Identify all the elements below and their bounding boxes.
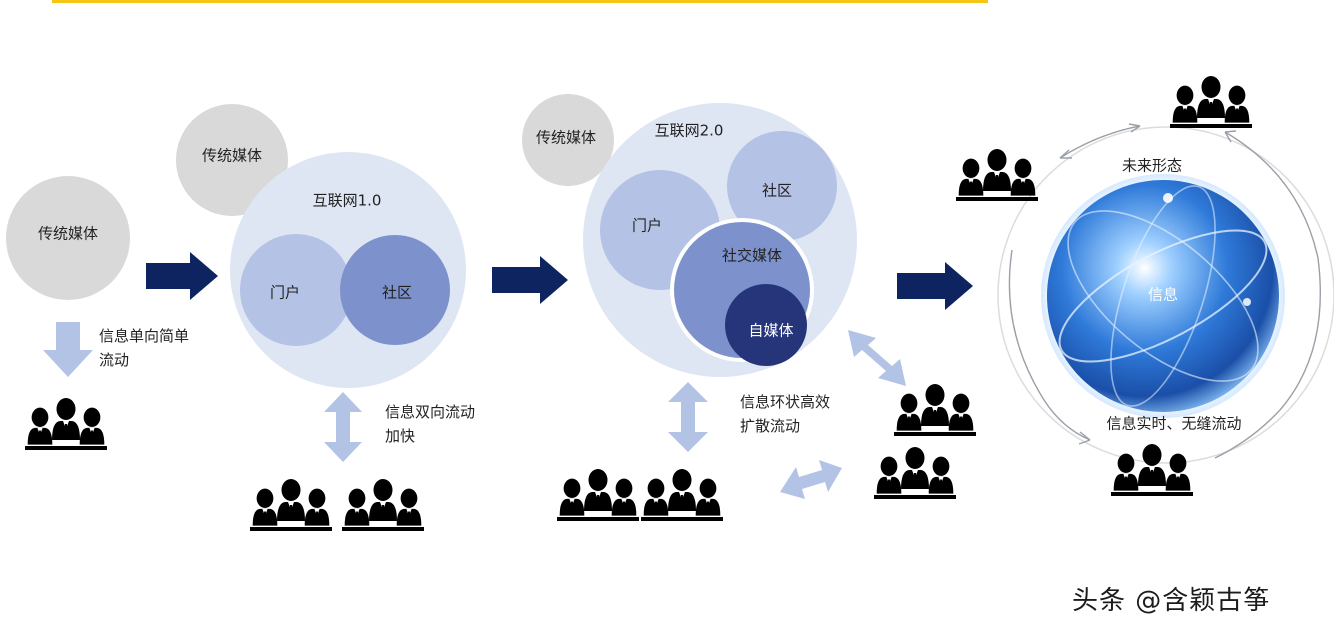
stage4-crowd-icon-left	[956, 149, 1038, 201]
stage1-flow-text: 信息单向简单流动	[99, 327, 190, 369]
stage3-crowd-icon-right	[641, 469, 723, 521]
stage1-crowd-icon	[25, 398, 107, 450]
watermark-text: 头条 @含颖古筝	[1072, 586, 1271, 616]
stage3-community-label: 社区	[761, 181, 793, 200]
stage3-crowd-icon-upper	[894, 384, 976, 436]
stage4-core-label: 信息	[1147, 285, 1179, 304]
stage2-title: 互联网1.0	[312, 191, 382, 210]
arrow-1-to-2	[146, 252, 218, 300]
stage3-side-arrow	[780, 460, 842, 499]
stage3-social-label: 社交媒体	[721, 246, 783, 265]
stage2-crowd-icon-right	[342, 479, 424, 531]
stage4-crowd-icon-bottom	[1111, 444, 1193, 496]
stage3-flow-text: 信息环状高效扩散流动	[740, 393, 831, 435]
arrow-3-to-4	[897, 262, 973, 310]
stage2-community-label: 社区	[381, 283, 413, 302]
stage3-self-circle	[725, 284, 807, 366]
stage2-media-label: 传统媒体	[201, 146, 263, 165]
stage3-self-label: 自媒体	[748, 321, 794, 340]
stage3-crowd-icon-lower	[874, 447, 956, 499]
arrow-2-to-3	[492, 256, 568, 304]
stage4-globe	[1047, 180, 1279, 412]
stage1-media-label: 传统媒体	[37, 224, 99, 243]
stage3-media-label: 传统媒体	[535, 128, 597, 147]
stage4-orbit-ring	[997, 126, 1334, 464]
stage2-media-circle	[176, 104, 288, 216]
stage2-portal-label: 门户	[269, 283, 301, 302]
stage2-crowd-icon-left	[250, 479, 332, 531]
stage2-flow-text: 信息双向流动加快	[385, 403, 476, 445]
stage2-updown-arrow	[324, 392, 362, 462]
top-accent-bar	[52, 0, 988, 3]
stage3-portal-label: 门户	[631, 216, 663, 235]
stage4-orbit-arrow-topleft	[1059, 125, 1141, 159]
stage4-orbit-arrow-left	[1008, 249, 1091, 441]
stage4-flow-text: 信息实时、无缝流动	[1106, 414, 1242, 433]
stage1-down-arrow	[43, 322, 93, 377]
stage3-crowd-icon-left	[557, 469, 639, 521]
stage3-community-circle	[727, 131, 837, 241]
stage4-orbit-arrow-right	[1214, 131, 1321, 459]
stage3-title: 互联网2.0	[654, 121, 724, 140]
stage1-media-circle	[6, 176, 130, 300]
stage4-title: 未来形态	[1121, 156, 1183, 175]
stage3-media-circle	[522, 94, 614, 186]
stage3-updown-arrow	[668, 382, 708, 452]
stage4-crowd-icon-top	[1170, 76, 1252, 128]
stage3-diagonal-arrow	[848, 330, 906, 386]
stage2-portal-circle	[240, 234, 352, 346]
stage2-community-circle	[340, 235, 450, 345]
